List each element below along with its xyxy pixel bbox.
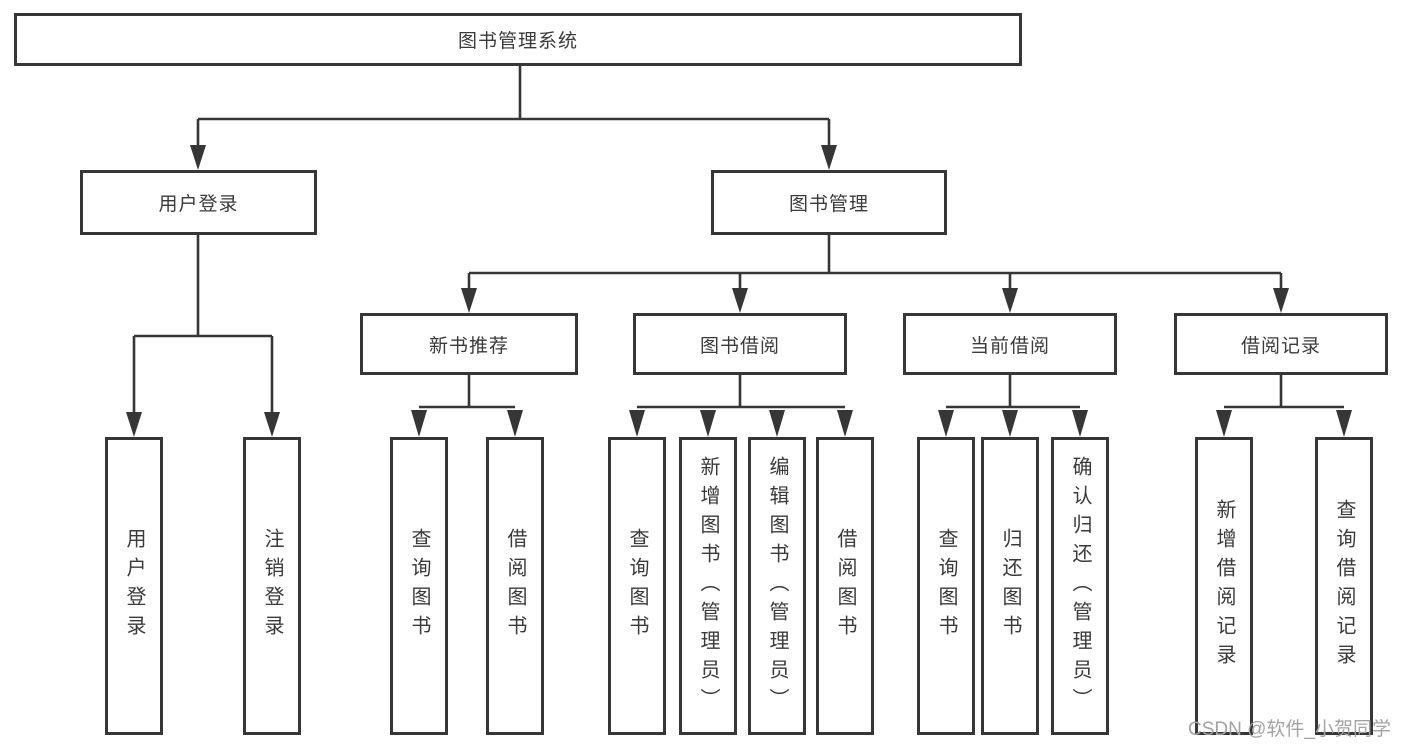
node-new-book-recommend: 新书推荐: [360, 313, 578, 375]
node-borrow-record: 借阅记录: [1174, 313, 1388, 375]
leaf-return-books: 归还图书: [981, 437, 1039, 735]
node-book-management: 图书管理: [711, 170, 947, 235]
leaf-edit-books-admin: 编辑图书（管理员）: [748, 437, 806, 735]
node-current-borrow: 当前借阅: [903, 313, 1117, 375]
node-user-login: 用户登录: [80, 170, 317, 235]
node-label: 当前借阅: [969, 335, 1050, 357]
node-label: 借阅记录: [1240, 335, 1321, 357]
csdn-watermark: CSDN @软件_小贺同学: [1188, 719, 1391, 740]
leaf-label: 确认归还（管理员）: [1069, 455, 1091, 717]
leaf-label: 借阅图书: [504, 528, 526, 644]
leaf-borrow-books: 借阅图书: [816, 437, 874, 735]
leaf-label: 查询借阅记录: [1333, 499, 1355, 673]
leaf-query-books: 查询图书: [917, 437, 975, 735]
node-library-management-system: 图书管理系统: [14, 13, 1022, 66]
leaf-label: 新增图书（管理员）: [697, 455, 719, 717]
leaf-label: 注销登录: [261, 528, 283, 644]
leaf-add-books-admin: 新增图书（管理员）: [679, 437, 737, 735]
leaf-query-books: 查询图书: [608, 437, 666, 735]
node-label: 新书推荐: [428, 335, 509, 357]
leaf-label: 编辑图书（管理员）: [766, 455, 788, 717]
leaf-user-login: 用户登录: [105, 437, 163, 735]
node-label: 图书管理系统: [457, 31, 578, 52]
leaf-add-borrow-record: 新增借阅记录: [1195, 437, 1253, 735]
leaf-label: 查询图书: [408, 528, 430, 644]
node-label: 图书管理: [788, 194, 869, 215]
leaf-label: 查询图书: [935, 528, 957, 644]
leaf-label: 用户登录: [123, 528, 145, 644]
leaf-label: 借阅图书: [834, 528, 856, 644]
leaf-query-books: 查询图书: [390, 437, 448, 735]
node-label: 用户登录: [158, 194, 239, 215]
leaf-logout: 注销登录: [243, 437, 301, 735]
leaf-label: 查询图书: [626, 528, 648, 644]
leaf-label: 归还图书: [999, 528, 1021, 644]
leaf-borrow-books: 借阅图书: [486, 437, 544, 735]
node-label: 图书借阅: [699, 335, 780, 357]
leaf-label: 新增借阅记录: [1213, 499, 1235, 673]
leaf-confirm-return-admin: 确认归还（管理员）: [1051, 437, 1109, 735]
leaf-query-borrow-record: 查询借阅记录: [1315, 437, 1373, 735]
node-book-borrow: 图书借阅: [633, 313, 847, 375]
